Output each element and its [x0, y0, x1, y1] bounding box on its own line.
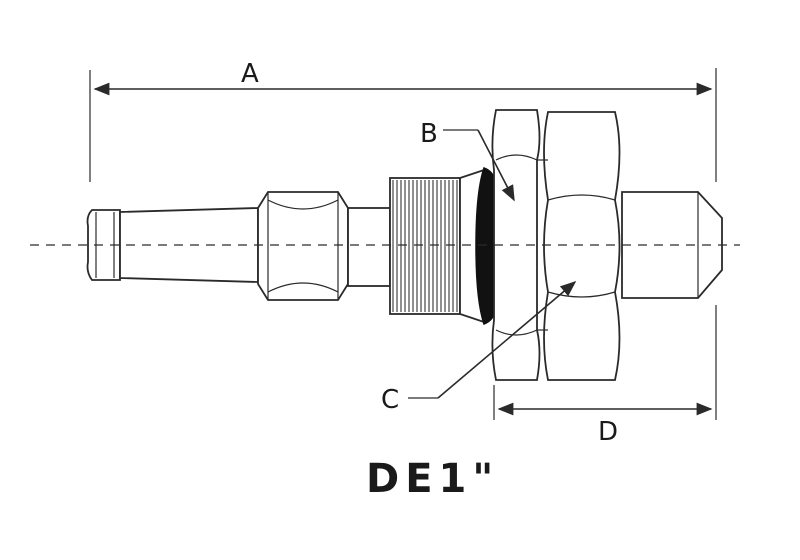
diagram-title: DE1" [366, 456, 499, 502]
o-ring-seal [475, 167, 497, 325]
hex-nut-small-chamfer-top [267, 199, 339, 210]
label-a: A [241, 59, 259, 89]
hex-nut-large-edge-bottom [547, 291, 616, 298]
hose-stem [119, 207, 259, 283]
label-b: B [420, 119, 438, 149]
collar [347, 207, 391, 287]
leader-c-arrow [437, 280, 577, 399]
hex-nut-large-edge-top [547, 194, 616, 201]
flange-chamfer-top [495, 154, 538, 161]
hex-nut-large [543, 111, 621, 381]
leader-b-arrow [477, 129, 515, 202]
flange-chamfer-bottom [495, 329, 538, 336]
thread-lines [392, 180, 458, 312]
label-c: C [381, 385, 399, 415]
label-d: D [598, 417, 618, 447]
hex-nut-small-chamfer-bottom [267, 282, 339, 293]
hex-nut-small [257, 191, 349, 301]
